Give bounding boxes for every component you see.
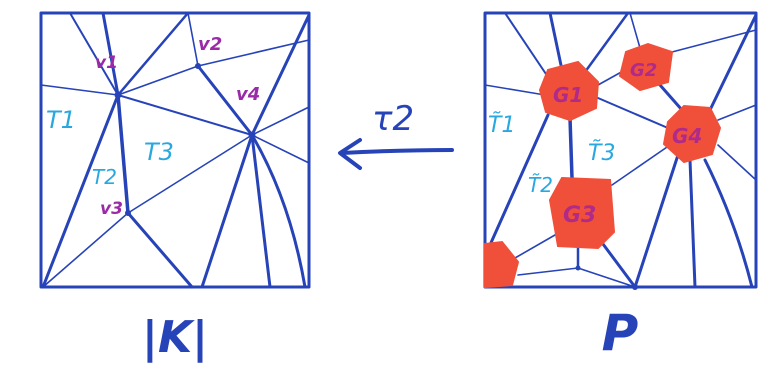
- caption-K: |K|: [142, 312, 208, 363]
- p-edge-g4-g3: [611, 144, 671, 186]
- edge-v4-right-lower: [250, 133, 307, 289]
- map-label: τ2: [372, 99, 414, 139]
- label-G4: G4: [672, 124, 702, 148]
- p-edge-g3-left: [514, 234, 556, 259]
- region-G4: [662, 104, 722, 164]
- p-edge-g1-left: [484, 84, 546, 96]
- edge-v4-right-upper: [251, 106, 310, 136]
- p-vertex-g3-bottom: [575, 265, 581, 271]
- label-tilde-T3: T̃3: [588, 140, 615, 166]
- label-G1: G1: [553, 83, 583, 107]
- edge-v1-topleft: [69, 12, 119, 96]
- edge-v3-bottom: [126, 211, 194, 289]
- label-tilde-T1: T̃1: [488, 112, 515, 138]
- edge-v2-right: [197, 39, 310, 67]
- p-edge-g2-topmid: [629, 12, 641, 49]
- p-edge-g4-bottom: [688, 158, 697, 289]
- label-tilde-T2: T̃2: [528, 173, 553, 197]
- p-edge-g3-bottom: [598, 238, 637, 289]
- region-corner: [484, 240, 520, 289]
- right-frame: [483, 11, 758, 289]
- p-edge-g4-right-mid: [717, 144, 757, 181]
- label-T3: T3: [144, 138, 174, 166]
- caption-P: P: [602, 304, 639, 362]
- p-edge-g1-bottomleft: [488, 113, 550, 247]
- map-arrow: τ2: [338, 99, 454, 170]
- label-v3: v3: [100, 199, 123, 219]
- p-edge-g4-right-upper: [717, 104, 757, 121]
- edge-v1-topmid: [116, 11, 190, 97]
- edge-v2-v4: [196, 64, 254, 137]
- vertex-v4: [248, 131, 256, 139]
- edge-v1-v2: [117, 65, 199, 96]
- p-edge-g2-right: [671, 29, 757, 53]
- p-edge-g1-g4: [597, 97, 669, 129]
- vertex-v2: [195, 63, 201, 69]
- label-v4: v4: [236, 84, 260, 105]
- label-G3: G3: [563, 203, 596, 228]
- edge-v4-v3: [127, 134, 253, 214]
- left-complex: v1 v2 v3 v4 T1 T2 T3 |K|: [39, 11, 311, 363]
- p-edge-bottom-link: [517, 267, 636, 288]
- p-edge-g4-bottommid: [633, 153, 680, 289]
- right-polyhedron: G1 G2 G3 G4 T̃1 T̃2 T̃3 P: [483, 11, 758, 362]
- label-v2: v2: [198, 34, 222, 55]
- p-edge-g1-g3: [568, 116, 574, 180]
- edge-v4-topright: [250, 13, 311, 137]
- p-edge-g4-right-lower: [703, 158, 754, 289]
- edge-v4-bottommid: [200, 133, 254, 289]
- label-v1: v1: [95, 53, 118, 73]
- edge-v4-right-mid: [251, 134, 310, 164]
- label-T1: T1: [46, 106, 76, 134]
- edge-v3-left: [42, 212, 129, 288]
- p-edge-g1-top: [548, 11, 564, 72]
- edge-v1-bottomleft: [41, 93, 120, 289]
- edge-v4-bottom: [250, 133, 272, 289]
- p-edge-g1-topright: [583, 11, 630, 74]
- edge-v2-topmid: [187, 12, 199, 67]
- region-G2: [618, 42, 674, 92]
- vertex-v1: [114, 91, 122, 99]
- edge-v1-top: [101, 11, 120, 97]
- arrow-head: [338, 138, 362, 170]
- region-G1: [538, 60, 600, 122]
- p-edge-g1-topleft: [504, 12, 551, 81]
- region-G3: [548, 176, 616, 250]
- label-T2: T2: [92, 165, 117, 189]
- vertex-v3: [125, 210, 131, 216]
- left-frame: [39, 11, 311, 289]
- p-edge-g4-topright: [708, 13, 758, 112]
- p-edge-g2-g4: [658, 83, 684, 112]
- p-vertex-bottom: [632, 284, 638, 290]
- arrow-shaft: [340, 148, 454, 155]
- label-G2: G2: [630, 60, 657, 81]
- edge-v1-left: [40, 84, 119, 96]
- edge-v1-v3: [116, 93, 130, 215]
- edge-v1-v4: [117, 94, 253, 136]
